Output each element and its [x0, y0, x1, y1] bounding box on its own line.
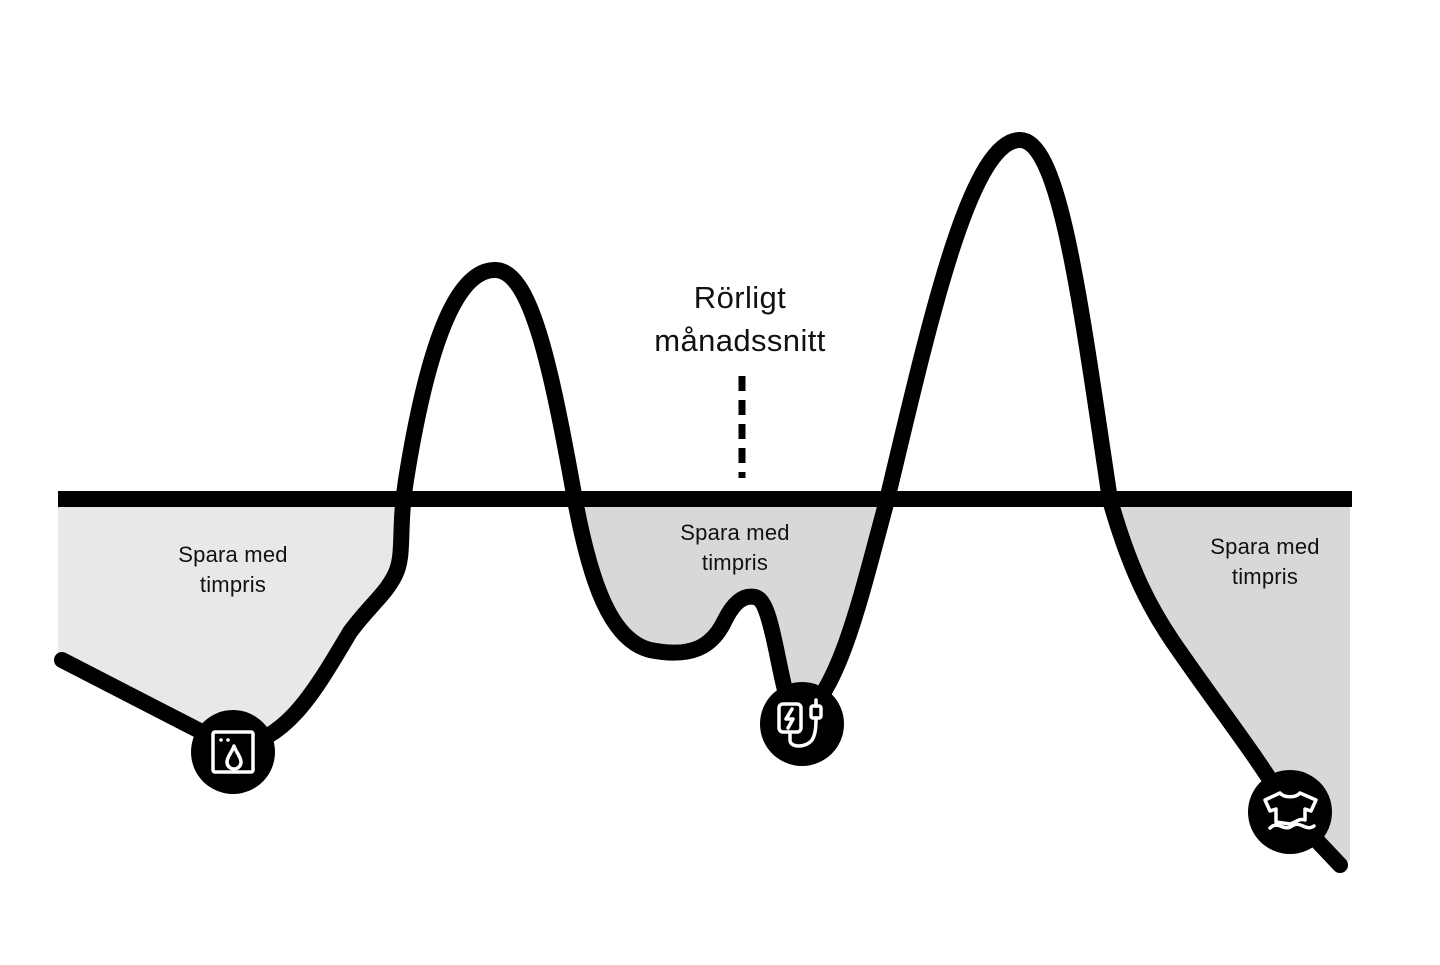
save-label-right-line1: Spara med [1210, 534, 1320, 559]
marker-laundry [1248, 770, 1332, 854]
average-label-line1: Rörligt [693, 280, 787, 315]
save-label-right-line2: timpris [1231, 564, 1299, 589]
save-label-middle: Spara med timpris [635, 518, 835, 578]
save-label-left-line1: Spara med [178, 542, 288, 567]
save-label-left: Spara med timpris [133, 540, 333, 600]
average-label-line2: månadssnitt [654, 323, 826, 358]
save-label-middle-line1: Spara med [680, 520, 790, 545]
average-label: Rörligt månadssnitt [615, 276, 865, 362]
save-label-left-line2: timpris [199, 572, 267, 597]
save-label-middle-line2: timpris [701, 550, 769, 575]
washing-machine-icon [211, 730, 255, 774]
hourly-price-curve [54, 132, 1348, 873]
marker-ev-charger [760, 682, 844, 766]
save-label-right: Spara med timpris [1165, 532, 1365, 592]
ev-charger-icon [777, 698, 823, 748]
shirt-wash-icon [1263, 791, 1318, 830]
marker-washing-machine [191, 710, 275, 794]
